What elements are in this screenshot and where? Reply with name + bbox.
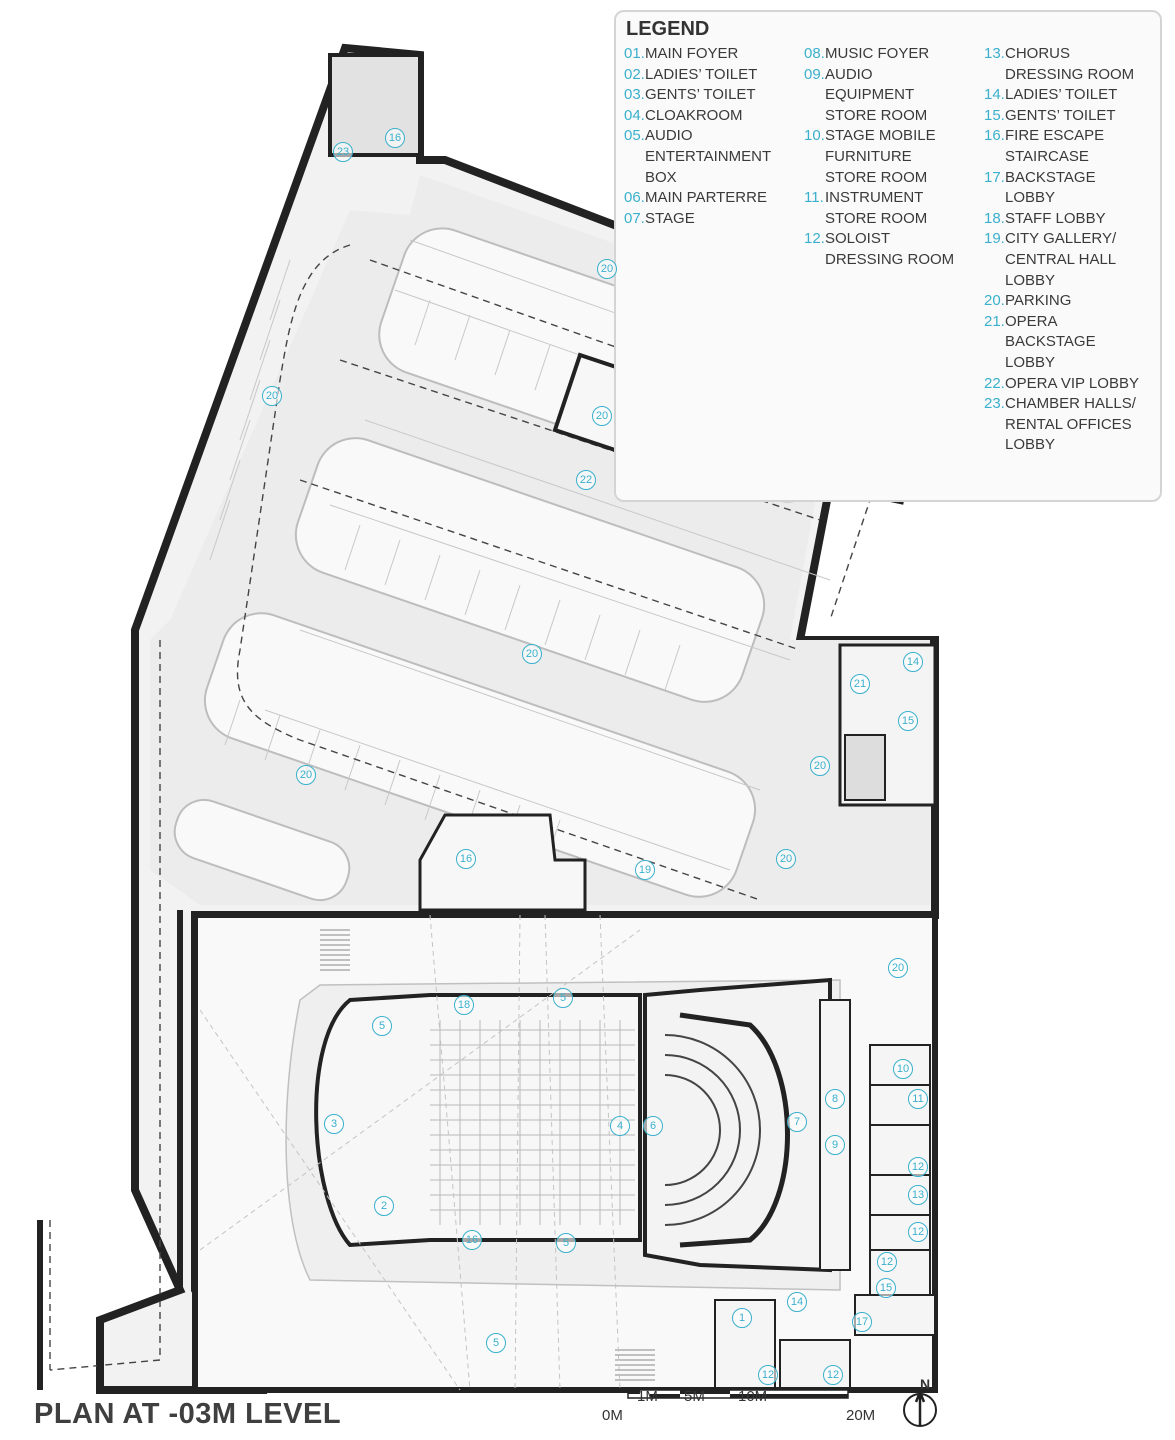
legend-item: 21.OPERA BACKSTAGE LOBBY: [984, 312, 1096, 371]
room-tag-20: 20: [597, 259, 617, 279]
room-tag-16: 16: [462, 1230, 482, 1250]
scale-label-20: 20M: [846, 1407, 876, 1424]
legend-item: 15.GENTS’ TOILET: [984, 106, 1116, 124]
room-tag-5: 5: [486, 1333, 506, 1353]
room-tag-22: 22: [576, 470, 596, 490]
legend-item: 17.BACKSTAGE LOBBY: [984, 168, 1096, 207]
room-tag-20: 20: [888, 958, 908, 978]
legend-item: 19.CITY GALLERY/ CENTRAL HALL LOBBY: [984, 230, 1117, 289]
legend-item: 12.SOLOIST DRESSING ROOM: [804, 230, 955, 268]
room-tag-16: 16: [385, 128, 405, 148]
legend-item: 09.AUDIO EQUIPMENT STORE ROOM: [804, 65, 928, 124]
room-tag-1: 1: [732, 1308, 752, 1328]
room-tag-5: 5: [372, 1016, 392, 1036]
legend-item: 03.GENTS’ TOILET: [624, 86, 756, 104]
room-tag-15: 15: [898, 711, 918, 731]
scale-label-1: 1M: [637, 1388, 658, 1405]
room-tag-20: 20: [522, 644, 542, 664]
scale-bar: [627, 1389, 849, 1399]
legend-item: 13.CHORUS DRESSING ROOM: [984, 45, 1135, 83]
legend-item: 02.LADIES’ TOILET: [624, 65, 758, 83]
room-tag-11: 11: [908, 1089, 928, 1109]
room-tag-5: 5: [553, 988, 573, 1008]
stage-arc: [679, 1012, 790, 1248]
room-tag-23: 23: [333, 142, 353, 162]
room-tag-20: 20: [296, 765, 316, 785]
scale-label-5: 5M: [684, 1388, 705, 1405]
legend-item: 20.PARKING: [984, 292, 1072, 310]
legend-item: 10.STAGE MOBILE FURNITURE STORE ROOM: [804, 127, 936, 186]
legend-col-3: 13.CHORUS DRESSING ROOM 14.LADIES’ TOILE…: [984, 44, 1159, 456]
legend-item: 05.AUDIO ENTERTAINMENT BOX: [624, 127, 772, 186]
room-tag-19: 19: [635, 860, 655, 880]
room-tag-20: 20: [592, 406, 612, 426]
legend-title: LEGEND: [626, 18, 710, 40]
legend-item: 18.STAFF LOBBY: [984, 209, 1106, 227]
room-tag-16: 16: [456, 849, 476, 869]
scale-label-0: 0M: [602, 1407, 623, 1424]
legend-item: 01.MAIN FOYER: [624, 45, 739, 62]
foyer-stairs: [320, 929, 655, 1381]
room-tag-6: 6: [643, 1116, 663, 1136]
projection-lines: [199, 914, 641, 1391]
legend-item: 23.CHAMBER HALLS/ RENTAL OFFICES LOBBY: [984, 395, 1136, 454]
room-tag-10: 10: [893, 1059, 913, 1079]
room-tag-18: 18: [454, 995, 474, 1015]
legend-col-1: 01.MAIN FOYER 02.LADIES’ TOILET 03.GENTS…: [624, 44, 804, 229]
room-tag-2: 2: [374, 1196, 394, 1216]
room-tag-17: 17: [852, 1312, 872, 1332]
room-tag-12: 12: [908, 1222, 928, 1242]
legend-item: 08.MUSIC FOYER: [804, 45, 930, 62]
legend-item: 07.STAGE: [624, 209, 695, 227]
room-tag-9: 9: [825, 1135, 845, 1155]
legend-item: 11.INSTRUMENT STORE ROOM: [804, 189, 928, 227]
room-tag-20: 20: [262, 386, 282, 406]
scale-label-10: 10M: [738, 1388, 768, 1405]
room-tag-5: 5: [556, 1233, 576, 1253]
room-tag-12: 12: [877, 1252, 897, 1272]
room-tag-15: 15: [876, 1278, 896, 1298]
room-tag-13: 13: [908, 1185, 928, 1205]
legend-item: 22.OPERA VIP LOBBY: [984, 374, 1139, 392]
legend: LEGEND 01.MAIN FOYER 02.LADIES’ TOILET 0…: [614, 10, 1162, 502]
stage-rings: [664, 1034, 761, 1226]
legend-item: 16.FIRE ESCAPE STAIRCASE: [984, 127, 1105, 165]
room-tag-12: 12: [823, 1365, 843, 1385]
room-tag-3: 3: [324, 1114, 344, 1134]
stair-ne: [328, 53, 422, 157]
gallery-19: [418, 813, 587, 912]
ramp-wall: [37, 910, 183, 1390]
room-tag-20: 20: [776, 849, 796, 869]
backstage-rooms: [819, 999, 931, 1301]
room-tag-12: 12: [908, 1157, 928, 1177]
room-tag-4: 4: [610, 1116, 630, 1136]
legend-item: 06.MAIN PARTERRE: [624, 189, 767, 207]
room-tag-14: 14: [787, 1292, 807, 1312]
lift-21: [844, 734, 886, 801]
legend-item: 14.LADIES’ TOILET: [984, 86, 1118, 104]
legend-col-2: 08.MUSIC FOYER 09.AUDIO EQUIPMENT STORE …: [804, 44, 979, 271]
north-arrow-icon: [903, 1391, 937, 1427]
room-tag-21: 21: [850, 674, 870, 694]
room-tag-14: 14: [903, 652, 923, 672]
legend-item: 04.CLOAKROOM: [624, 106, 743, 124]
room-tag-8: 8: [825, 1089, 845, 1109]
room-tag-20: 20: [810, 756, 830, 776]
north-label: N: [920, 1376, 931, 1392]
plan-title: PLAN AT -03M LEVEL: [34, 1398, 342, 1430]
room-tag-7: 7: [787, 1112, 807, 1132]
room-tag-12: 12: [758, 1365, 778, 1385]
seating: [430, 1020, 635, 1225]
